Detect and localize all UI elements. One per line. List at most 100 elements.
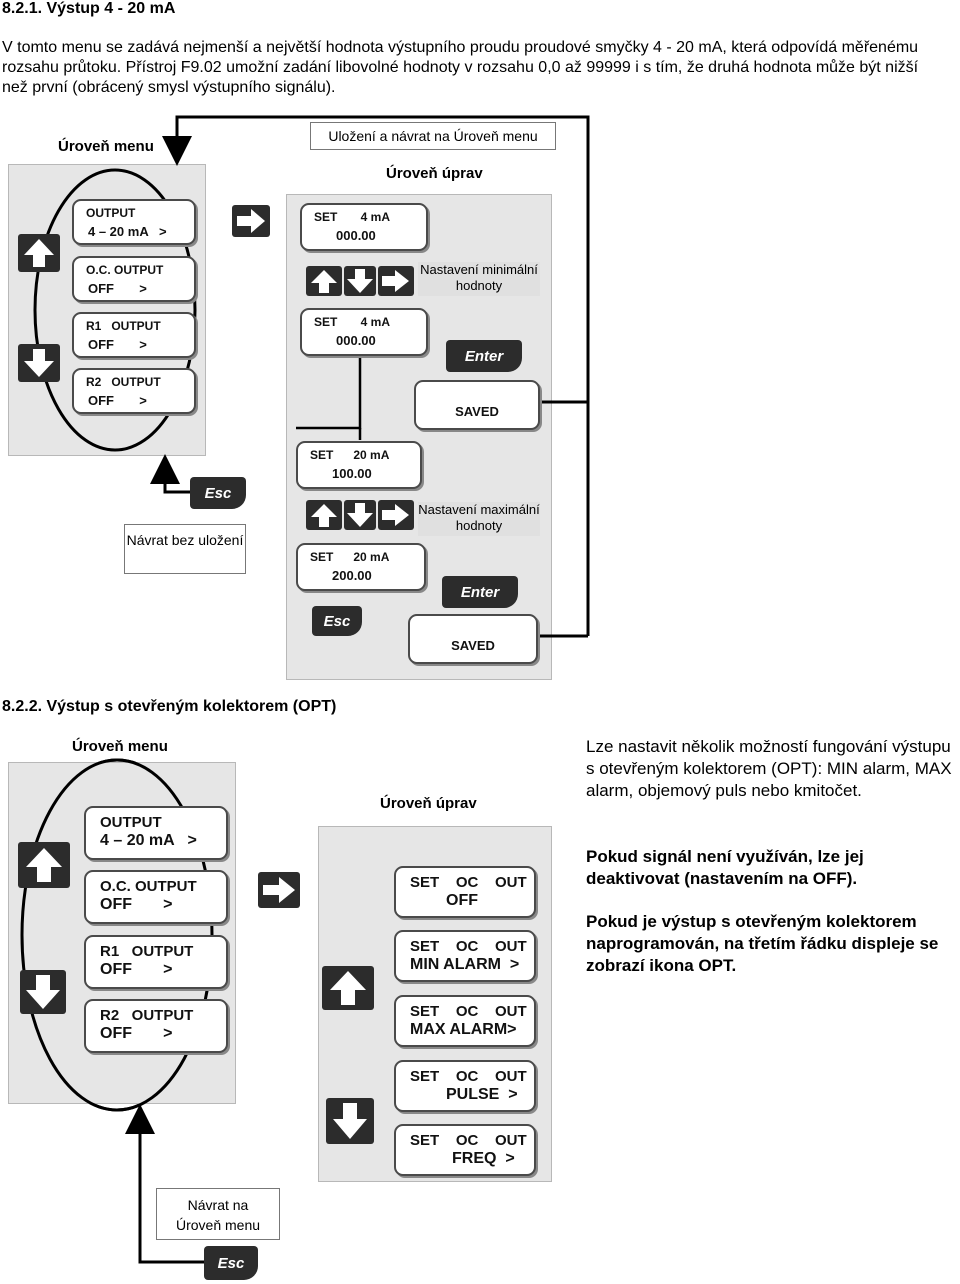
- up-key[interactable]: [306, 266, 342, 296]
- display-line-1: SET OC OUT: [410, 938, 527, 955]
- down-key[interactable]: [326, 1098, 374, 1144]
- display-line-1: SET OC OUT: [410, 1003, 527, 1020]
- arrow-down-icon: [26, 975, 60, 1009]
- display-line-1: SET 20 mA: [310, 448, 390, 462]
- esc-key[interactable]: Esc: [190, 477, 246, 509]
- arrow-down-icon: [24, 349, 54, 377]
- display-line-1: SET 4 mA: [314, 210, 391, 224]
- display-line-2: OFF >: [88, 393, 147, 408]
- display-line-2: OFF: [446, 892, 478, 909]
- down-key[interactable]: [18, 344, 60, 382]
- arrow-up-icon: [24, 239, 54, 267]
- display-line-1: OUTPUT: [100, 814, 162, 831]
- menu-display-output[interactable]: OUTPUT 4 – 20 mA >: [84, 806, 228, 860]
- down-key[interactable]: [344, 500, 376, 530]
- menu-display-r2-output[interactable]: R2 OUTPUT OFF >: [84, 999, 228, 1053]
- arrow-up-icon: [26, 848, 62, 882]
- note-line-1: Návrat na: [187, 1197, 249, 1213]
- edit-level-label: Úroveň úprav: [386, 165, 483, 182]
- menu-level-label: Úroveň menu: [72, 738, 168, 755]
- down-key[interactable]: [20, 970, 66, 1014]
- display-line-2: OFF >: [100, 896, 173, 913]
- saved-text: SAVED: [455, 404, 499, 419]
- right-key[interactable]: [378, 500, 414, 530]
- note-line-2: Úroveň menu: [175, 1217, 261, 1233]
- up-key[interactable]: [322, 966, 374, 1010]
- menu-display-r1-output[interactable]: R1 OUTPUT OFF >: [72, 312, 196, 358]
- display-line-2: MIN ALARM >: [410, 956, 520, 973]
- opt-icon-note: Pokud je výstup s otevřeným kolektorem n…: [586, 912, 939, 975]
- edit-level-label: Úroveň úprav: [380, 795, 477, 812]
- display-line-2: 000.00: [336, 333, 376, 348]
- menu-display-r2-output[interactable]: R2 OUTPUT OFF >: [72, 368, 196, 414]
- menu-display-oc-output[interactable]: O.C. OUTPUT OFF >: [72, 256, 196, 302]
- right-key[interactable]: [378, 266, 414, 296]
- esc-key[interactable]: Esc: [312, 606, 362, 636]
- display-line-1: SET OC OUT: [410, 874, 527, 891]
- return-to-menu-note: Návrat na Úroveň menu: [156, 1188, 280, 1240]
- display-line-1: O.C. OUTPUT: [86, 263, 164, 277]
- arrow-down-icon: [347, 269, 373, 293]
- up-key[interactable]: [18, 234, 60, 272]
- display-line-1: SET 20 mA: [310, 550, 390, 564]
- display-line-2: PULSE >: [446, 1086, 518, 1103]
- up-key[interactable]: [306, 500, 342, 530]
- display-line-1: R2 OUTPUT: [86, 375, 161, 389]
- arrow-up-icon: [330, 971, 366, 1005]
- min-value-note: Nastavení minimální hodnoty: [418, 262, 540, 296]
- menu-display-r1-output[interactable]: R1 OUTPUT OFF >: [84, 935, 228, 989]
- right-key[interactable]: [258, 872, 300, 908]
- up-key[interactable]: [18, 842, 70, 888]
- display-line-2: FREQ >: [452, 1150, 515, 1167]
- arrow-up-icon: [311, 504, 337, 527]
- arrow-right-icon: [382, 270, 409, 292]
- display-line-1: O.C. OUTPUT: [100, 878, 197, 895]
- arrow-right-icon: [237, 209, 265, 233]
- menu-display-output[interactable]: OUTPUT 4 – 20 mA >: [72, 199, 196, 245]
- display-line-2: 000.00: [336, 228, 376, 243]
- display-line-2: 4 – 20 mA >: [88, 224, 167, 239]
- save-return-note: Uložení a návrat na Úroveň menu: [310, 122, 556, 150]
- section-paragraph: V tomto menu se zadává nejmenší a největ…: [2, 39, 919, 96]
- set-min-display: SET 4 mA 000.00: [300, 203, 428, 251]
- section-heading-4-20ma: 8.2.1. Výstup 4 - 20 mA: [2, 0, 176, 17]
- menu-level-label: Úroveň menu: [58, 138, 154, 155]
- display-line-1: R1 OUTPUT: [100, 943, 194, 960]
- display-line-2: 4 – 20 mA >: [100, 832, 197, 849]
- display-line-2: 100.00: [332, 466, 372, 481]
- arrow-down-icon: [333, 1103, 367, 1139]
- opt-deactivate-note: Pokud signál není využíván, lze jej deak…: [586, 847, 864, 888]
- saved-display: SAVED: [414, 380, 540, 430]
- arrow-up-icon: [311, 270, 337, 293]
- arrow-down-icon: [347, 503, 373, 527]
- down-key[interactable]: [344, 266, 376, 296]
- arrow-right-icon: [263, 877, 295, 903]
- display-line-1: SET OC OUT: [410, 1068, 527, 1085]
- max-value-note: Nastavení maximální hodnoty: [418, 502, 540, 536]
- set-min-edit-display: SET 4 mA 000.00: [300, 308, 428, 356]
- esc-key[interactable]: Esc: [204, 1246, 258, 1280]
- oc-option-pulse[interactable]: SET OC OUT PULSE >: [394, 1060, 536, 1112]
- oc-option-freq[interactable]: SET OC OUT FREQ >: [394, 1124, 536, 1176]
- display-line-1: OUTPUT: [86, 206, 136, 220]
- display-line-1: SET 4 mA: [314, 315, 391, 329]
- saved-text: SAVED: [451, 638, 495, 653]
- menu-display-oc-output[interactable]: O.C. OUTPUT OFF >: [84, 870, 228, 924]
- display-line-1: SET OC OUT: [410, 1132, 527, 1149]
- oc-option-min-alarm[interactable]: SET OC OUT MIN ALARM >: [394, 930, 536, 982]
- display-line-1: R1 OUTPUT: [86, 319, 161, 333]
- enter-key[interactable]: Enter: [442, 576, 518, 608]
- display-line-2: OFF >: [100, 1025, 173, 1042]
- display-line-2: OFF >: [88, 337, 147, 352]
- set-max-display: SET 20 mA 100.00: [296, 441, 422, 489]
- right-key[interactable]: [232, 205, 270, 237]
- oc-option-off[interactable]: SET OC OUT OFF: [394, 866, 536, 918]
- enter-key[interactable]: Enter: [446, 340, 522, 372]
- display-line-2: OFF >: [88, 281, 147, 296]
- saved-display: SAVED: [408, 614, 538, 664]
- set-max-edit-display: SET 20 mA 200.00: [296, 543, 426, 591]
- arrow-right-icon: [382, 504, 409, 526]
- oc-option-max-alarm[interactable]: SET OC OUT MAX ALARM>: [394, 995, 536, 1047]
- display-line-2: 200.00: [332, 568, 372, 583]
- opt-description: Lze nastavit několik možností fungování …: [586, 737, 952, 800]
